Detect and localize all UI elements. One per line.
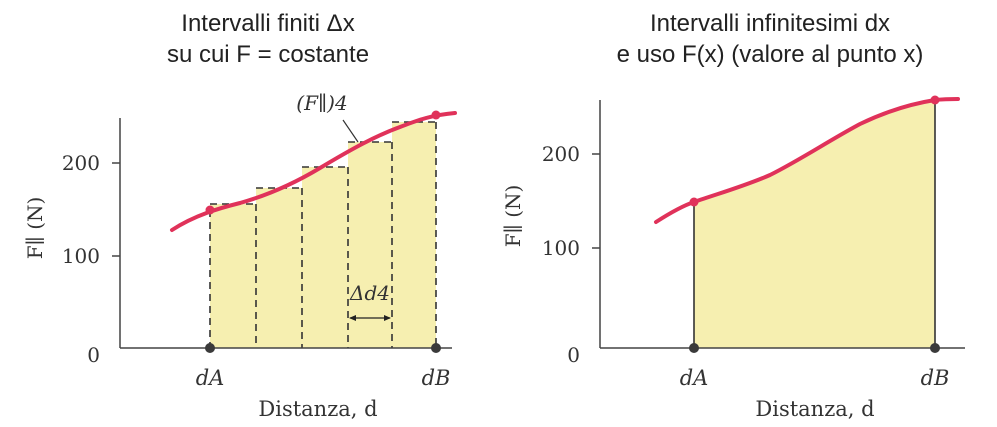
right-curve-start-point: [689, 197, 699, 207]
left-panel: 200 100 0 F∥ (N) Distanza, d dA dB (F∥)4…: [23, 91, 457, 421]
left-x-axis-label: Distanza, d: [258, 397, 377, 421]
right-ytick-200: 200: [542, 142, 580, 166]
left-title: Intervalli finiti Δx su cui F = costante: [118, 8, 418, 70]
right-point-dB: [930, 343, 940, 353]
rectangle-2: [256, 188, 302, 348]
right-x-axis-label: Distanza, d: [755, 397, 874, 421]
right-y-axis-label: F∥ (N): [501, 185, 525, 248]
rectangle-4: [348, 142, 392, 348]
left-curve-start-point: [205, 205, 215, 215]
rectangle-5: [392, 122, 436, 348]
left-xpoint-dB: dB: [422, 366, 451, 390]
right-point-dA: [689, 343, 699, 353]
left-ytick-100: 100: [62, 244, 100, 268]
left-curve-label-pointer: [342, 119, 359, 143]
right-title-line1: Intervalli infinitesimi dx: [649, 10, 891, 37]
left-interval-label: Δd4: [349, 281, 390, 305]
right-ytick-0: 0: [567, 343, 580, 367]
left-curve-end-point: [431, 110, 441, 120]
right-title-line2: e uso F(x) (valore al punto x): [616, 41, 924, 68]
interval-arrow: [349, 315, 391, 321]
left-ytick-200: 200: [62, 151, 100, 175]
right-ytick-100: 100: [542, 236, 580, 260]
left-title-line1: Intervalli finiti Δx: [181, 10, 355, 37]
left-force-curve: [170, 111, 457, 232]
left-title-line2: su cui F = costante: [166, 41, 370, 68]
left-dashed-lines: [209, 121, 437, 348]
left-xpoint-dA: dA: [196, 366, 225, 390]
right-xpoint-dB: dB: [921, 366, 950, 390]
right-title: Intervalli infinitesimi dx e uso F(x) (v…: [560, 8, 980, 70]
rectangle-3: [302, 167, 348, 348]
left-rectangles: [210, 122, 436, 348]
right-curve-end-point: [930, 95, 940, 105]
left-curve-label: (F∥)4: [296, 91, 347, 115]
left-point-dB: [431, 343, 441, 353]
left-y-axis-label: F∥ (N): [23, 197, 47, 260]
right-panel: 200 100 0 F∥ (N) Distanza, d dA dB: [501, 95, 965, 421]
right-area-fill: [694, 100, 935, 348]
rectangle-1: [210, 204, 256, 348]
right-xpoint-dA: dA: [680, 366, 709, 390]
left-point-dA: [205, 343, 215, 353]
left-ytick-0: 0: [87, 343, 100, 367]
